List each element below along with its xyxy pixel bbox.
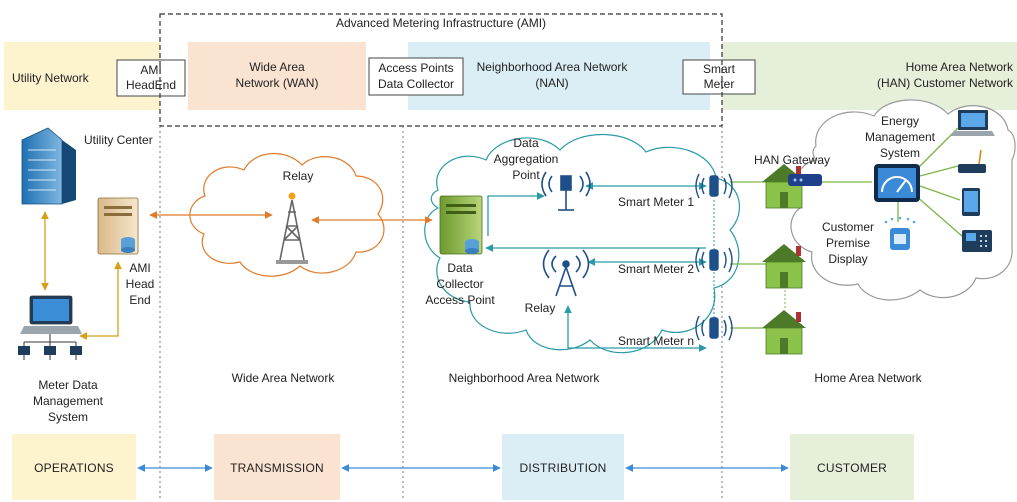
mdms-label-2: Management	[33, 394, 104, 408]
mdms-label-1: Meter Data	[38, 378, 98, 392]
ami-headend-label-1: AMI	[140, 63, 161, 77]
han-band	[722, 42, 1017, 110]
stage-distribution-label: DISTRIBUTION	[519, 461, 606, 475]
ami-headend-box	[116, 59, 186, 97]
collector-label-1: Data	[447, 261, 473, 275]
ami-title: Advanced Metering Infrastructure (AMI)	[336, 16, 546, 30]
stage-customer-label: CUSTOMER	[817, 461, 887, 475]
wan-relay-label: Relay	[283, 169, 314, 183]
nan-label-1: Neighborhood Area Network	[477, 60, 629, 74]
wan-label-2: Network (WAN)	[236, 76, 319, 90]
smart-meter-1-icon	[695, 173, 733, 199]
collector-label-3: Access Point	[425, 293, 495, 307]
smart-meter-1-label: Smart Meter 1	[618, 195, 694, 209]
wan-section-label: Wide Area Network	[232, 371, 336, 385]
stage-row: OPERATIONS TRANSMISSION DISTRIBUTION CUS…	[12, 434, 914, 500]
aggregation-antenna-icon	[541, 171, 591, 211]
stage-transmission-box	[214, 434, 340, 500]
smart-meter-n-icon	[695, 315, 733, 341]
han-label-1: Home Area Network	[906, 60, 1014, 74]
access-points-box	[368, 57, 464, 96]
cpd-label-3: Display	[828, 252, 867, 266]
mdms-laptop-network-icon	[18, 295, 82, 360]
ami-head-end-label-1: AMI	[129, 261, 150, 275]
link-collector-aggregation	[487, 192, 545, 236]
nan-relay-label: Relay	[525, 301, 556, 315]
access-points-label-1: Access Points	[378, 61, 453, 75]
aggregation-label-1: Data	[513, 136, 539, 150]
han-gateway-label: HAN Gateway	[754, 153, 830, 167]
wan-cloud	[189, 152, 385, 277]
nan-label-2: (NAN)	[535, 76, 568, 90]
aggregation-label-2: Aggregation	[494, 152, 559, 166]
ems-label-1: Energy	[881, 114, 919, 128]
phone-icon	[962, 230, 992, 252]
link-ems-phone	[915, 195, 963, 237]
stage-transmission-label: TRANSMISSION	[230, 461, 324, 475]
ems-label-3: System	[880, 146, 920, 160]
utility-center-building-icon	[21, 127, 76, 205]
customer-premise-display-icon	[884, 216, 916, 250]
smart-meter-label-1: Smart	[703, 62, 736, 76]
collector-label-2: Collector	[436, 277, 483, 291]
cpd-label-2: Premise	[826, 236, 870, 250]
utility-center-label: Utility Center	[84, 133, 153, 147]
link-ems-router	[919, 165, 959, 177]
utility-network-label: Utility Network	[12, 71, 90, 85]
aggregation-label-3: Point	[512, 168, 540, 182]
han-label-2: (HAN) Customer Network	[877, 76, 1014, 90]
han-gateway-icon	[788, 174, 822, 186]
ami-headend-label-2: HeadEnd	[126, 78, 176, 92]
smart-meter-label-2: Meter	[704, 77, 735, 91]
link-ems-tablet	[919, 185, 961, 201]
smart-meter-n-label: Smart Meter n	[618, 334, 694, 348]
house-2-icon	[762, 244, 806, 289]
stage-customer-box	[790, 434, 914, 500]
han-section-label: Home Area Network	[814, 371, 922, 385]
ami-head-end-label-3: End	[129, 293, 150, 307]
smart-meter-2-icon	[695, 247, 733, 273]
ems-gauge-icon	[874, 164, 920, 202]
tablet-icon	[962, 188, 980, 216]
cpd-label-1: Customer	[822, 220, 874, 234]
house-n-icon	[762, 310, 806, 355]
access-points-label-2: Data Collector	[378, 77, 454, 91]
nan-relay-tower-icon	[542, 249, 590, 297]
ami-head-end-label-2: Head	[126, 277, 155, 291]
wan-label-1: Wide Area	[249, 60, 305, 74]
ami-head-end-server-icon	[97, 197, 139, 255]
link-ems-laptop	[917, 127, 959, 169]
header-bands: Utility Network AMI HeadEnd Wide Area Ne…	[4, 42, 1017, 110]
link-relay-metern	[564, 305, 707, 352]
ems-label-2: Management	[865, 130, 936, 144]
nan-section-label: Neighborhood Area Network	[449, 371, 601, 385]
wan-relay-tower-icon	[276, 192, 308, 264]
stage-operations-label: OPERATIONS	[34, 461, 114, 475]
stage-operations-box	[12, 434, 136, 500]
laptop-icon	[951, 110, 995, 136]
ami-boundary	[159, 13, 723, 127]
mdms-label-3: System	[48, 410, 88, 424]
smart-meter-2-label: Smart Meter 2	[618, 262, 694, 276]
router-icon	[958, 149, 986, 173]
data-collector-server-icon	[439, 195, 483, 255]
stage-distribution-box	[502, 434, 624, 500]
wan-band	[188, 42, 366, 110]
smart-meter-box	[682, 59, 756, 95]
link-mdms-headend	[79, 261, 122, 340]
